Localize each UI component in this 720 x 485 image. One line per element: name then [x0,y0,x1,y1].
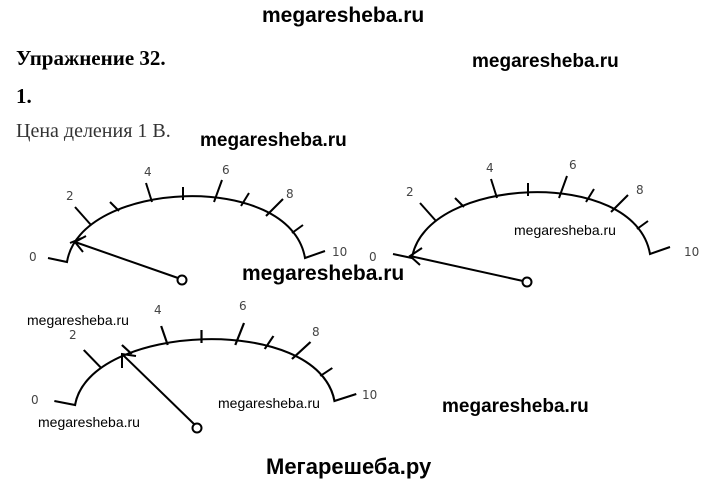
needle [408,247,533,288]
gauge-label: 8 [286,187,294,201]
watermark: megaresheba.ru [218,395,320,411]
item-number: 1. [16,84,32,108]
gauge-label: 10 [684,245,699,259]
gauge-3: 0 2 4 6 8 10 [31,299,377,434]
gauge-label: 8 [312,325,320,339]
footer-watermark: Мегарешеба.ру [266,454,432,479]
gauge-label: 2 [406,185,414,199]
gauge-label: 0 [31,393,39,407]
gauge-label: 6 [239,299,247,313]
exercise-title: Упражнение 32. [16,46,166,70]
watermark: megaresheba.ru [514,222,616,238]
watermark: megaresheba.ru [242,262,405,285]
watermark: megaresheba.ru [27,312,129,328]
gauge-label: 2 [69,328,77,342]
gauge-label: 0 [369,250,377,264]
division-value-text: Цена деления 1 В. [16,120,171,142]
watermark: megaresheba.ru [442,396,589,417]
gauge-label: 6 [569,158,577,172]
gauge-1: 0 2 4 6 8 10 [29,163,347,286]
gauge-label: 4 [486,161,494,175]
header-watermark: megaresheba.ru [262,4,425,27]
gauge-label: 4 [154,303,162,317]
needle [121,352,203,434]
gauge-label: 4 [144,165,152,179]
gauge-label: 8 [636,183,644,197]
gauge-label: 6 [222,163,230,177]
gauge-label: 10 [362,388,377,402]
needle [73,235,188,286]
gauge-label: 2 [66,189,74,203]
gauge-2: 0 2 4 6 8 10 [369,158,699,288]
watermark: megaresheba.ru [472,51,619,72]
gauge-label: 10 [332,245,347,259]
watermark: megaresheba.ru [38,414,140,430]
gauge-label: 0 [29,250,37,264]
watermark: megaresheba.ru [200,130,347,151]
